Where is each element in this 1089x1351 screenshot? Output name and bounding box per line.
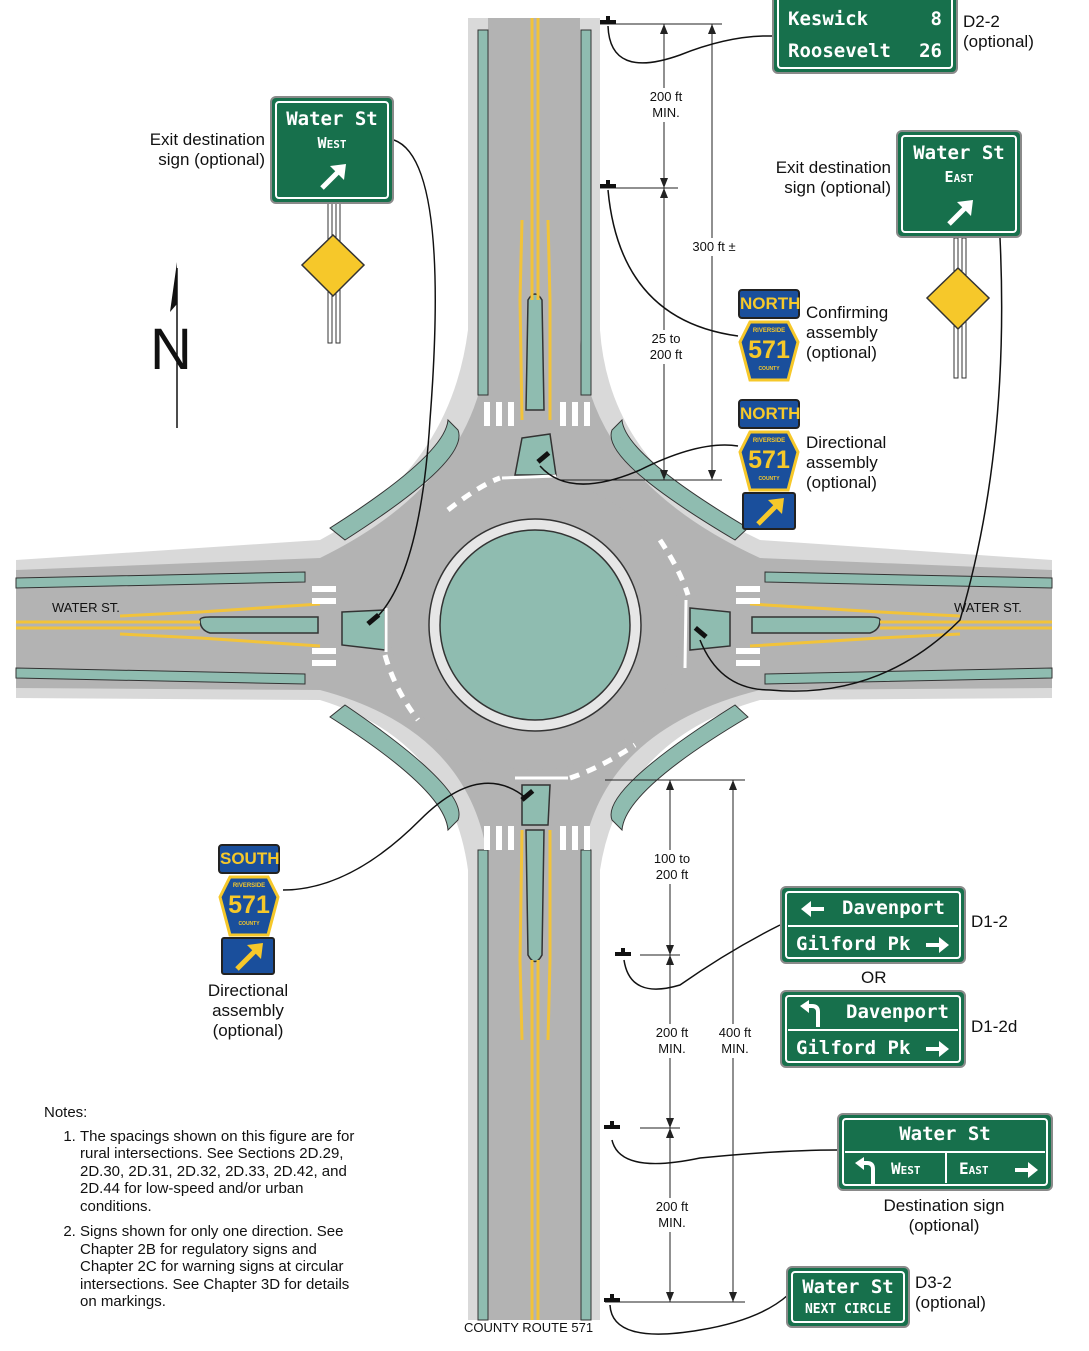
callout-d1-2: D1-2 (971, 912, 1008, 931)
shield-county-label: RIVERSIDE (232, 883, 266, 889)
d1-2d-line2: Gilford Pk (796, 1037, 911, 1059)
yield-lines (382, 475, 691, 781)
d1-2-sign: Davenport Gilford Pk (780, 886, 966, 964)
dim-200-min-north: 200 ft MIN. (642, 88, 690, 122)
north-direction-tag: NORTH (738, 289, 800, 319)
warning-sign-diamonds (300, 233, 991, 331)
shield-county-label: RIVERSIDE (752, 328, 786, 334)
northeast-arrow-icon (235, 943, 263, 971)
northeast-arrow-icon (320, 164, 346, 190)
shield-sub-label: COUNTY (758, 366, 780, 372)
exit-east-direction: East (944, 168, 974, 186)
crosswalks (312, 402, 760, 850)
curb-strips (15, 29, 1053, 1321)
shield-route-number: 571 (228, 891, 270, 919)
callout-d3-2: D3-2 (optional) (915, 1273, 986, 1312)
north-direction-tag-2: NORTH (738, 399, 800, 429)
county-route-shield-south-directional: RIVERSIDE 571 COUNTY (218, 875, 280, 937)
county-route-shield-north-confirming: RIVERSIDE 571 COUNTY (738, 320, 800, 382)
note-item: The spacings shown on this figure are fo… (80, 1128, 364, 1216)
exit-east-street: Water St (913, 142, 1005, 164)
street-label-west: WATER ST. (52, 600, 120, 615)
d2-2-line2-name: Roosevelt (788, 40, 891, 62)
callout-exit-west: Exit destination sign (optional) (149, 130, 265, 169)
right-arrow-icon (1015, 1162, 1038, 1178)
callout-confirming: Confirming assembly (optional) (806, 303, 889, 362)
callout-exit-east: Exit destination sign (optional) (775, 158, 891, 197)
exit-destination-sign-east: Water St East (896, 130, 1022, 238)
north-arrow (170, 262, 178, 428)
left-arrow-icon (801, 901, 824, 917)
northeast-arrow-icon (947, 200, 973, 226)
note-item: Signs shown for only one direction. See … (80, 1223, 364, 1311)
callout-d2-2: D2-2 (optional) (963, 12, 1034, 51)
north-arrow-letter: N (150, 317, 192, 382)
destination-right: East (959, 1159, 989, 1178)
d2-2-line1-num: 8 (930, 8, 942, 30)
shield-county-label: RIVERSIDE (752, 438, 786, 444)
central-island (428, 518, 642, 732)
callout-d1-2d: D1-2d (971, 1017, 1018, 1036)
street-label-south: COUNTY ROUTE 571 (464, 1320, 594, 1335)
shield-sub-label: COUNTY (238, 921, 260, 927)
street-label-east: WATER ST. (954, 600, 1022, 615)
d3-2-line2: NEXT CIRCLE (804, 1302, 892, 1317)
exit-west-street: Water St (286, 108, 378, 130)
dim-200-min-south-a: 200 ft MIN. (646, 1024, 698, 1058)
dim-300-north: 300 ft ± (686, 238, 742, 256)
callout-destination: Destination sign (optional) (883, 1196, 1005, 1235)
d3-2-line1: Water St (802, 1276, 894, 1298)
d1-2-line2: Gilford Pk (796, 933, 911, 955)
dim-100-200-south: 100 to 200 ft (646, 850, 698, 884)
destination-street: Water St (899, 1123, 991, 1145)
right-arrow-icon (926, 1041, 949, 1057)
d2-2-line2-num: 26 (919, 40, 942, 62)
d2-2-line1-name: Keswick (788, 8, 869, 30)
turn-left-arrow-icon (855, 1157, 875, 1184)
centerlines (16, 18, 1052, 1320)
shield-sub-label: COUNTY (758, 476, 780, 482)
yield-edges (384, 474, 688, 780)
directional-arrow-plaque-north (742, 492, 796, 530)
dimension-arrowheads (660, 24, 737, 1302)
dim-400-min-south: 400 ft MIN. (710, 1024, 760, 1058)
dim-200-min-south-b: 200 ft MIN. (646, 1198, 698, 1232)
d2-2-distance-sign: Keswick 8 Roosevelt 26 (772, 0, 958, 74)
notes-title: Notes: (44, 1104, 88, 1121)
d1-2d-line1: Davenport (846, 1001, 949, 1023)
exit-destination-sign-west: Water St West (270, 96, 394, 204)
destination-left: West (891, 1159, 921, 1178)
d1-2-line1: Davenport (842, 897, 945, 919)
shield-route-number: 571 (748, 336, 790, 364)
callout-directional-north: Directional assembly (optional) (806, 433, 887, 492)
county-route-shield-north-directional: RIVERSIDE 571 COUNTY (738, 430, 800, 492)
leader-lines (282, 25, 1003, 1335)
south-direction-tag: SOUTH (218, 844, 280, 874)
shield-route-number: 571 (748, 446, 790, 474)
northeast-arrow-icon (756, 498, 784, 526)
d1-2d-sign: Davenport Gilford Pk (780, 990, 966, 1068)
notes-block: Notes: The spacings shown on this figure… (44, 1104, 364, 1319)
dim-25-200-north: 25 to 200 ft (642, 330, 690, 364)
destination-sign: Water St West East (837, 1113, 1053, 1191)
notes-list: The spacings shown on this figure are fo… (44, 1128, 364, 1311)
sign-post-markers (366, 16, 708, 1302)
directional-arrow-plaque-south (221, 937, 275, 975)
callout-directional-south: Directional assembly (optional) (207, 981, 289, 1040)
turn-left-arrow-icon (800, 1000, 820, 1027)
callout-or: OR (861, 968, 887, 987)
right-arrow-icon (926, 937, 949, 953)
d3-2-sign: Water St NEXT CIRCLE (786, 1266, 910, 1328)
exit-west-direction: West (317, 134, 347, 152)
